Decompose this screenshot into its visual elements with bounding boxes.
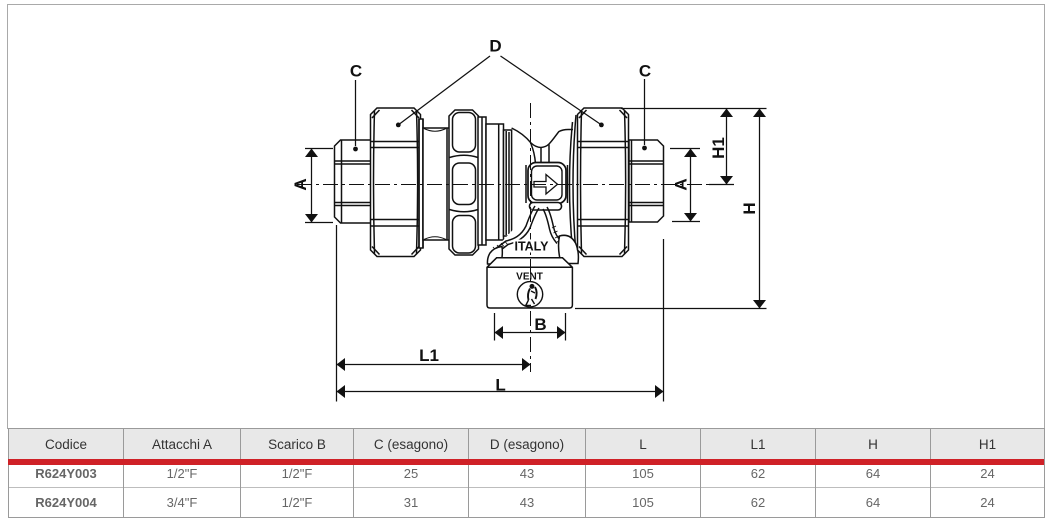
svg-text:A: A <box>671 178 690 190</box>
svg-text:D: D <box>489 37 501 56</box>
svg-text:H1: H1 <box>709 137 728 159</box>
svg-text:A: A <box>291 178 310 190</box>
svg-text:ITALY: ITALY <box>514 240 549 254</box>
svg-text:C: C <box>639 62 651 81</box>
svg-text:B: B <box>534 315 546 334</box>
svg-text:L: L <box>495 376 505 395</box>
svg-text:C: C <box>350 62 362 81</box>
svg-text:H: H <box>740 202 759 214</box>
svg-text:L1: L1 <box>419 346 439 365</box>
svg-text:VENT: VENT <box>516 272 543 283</box>
